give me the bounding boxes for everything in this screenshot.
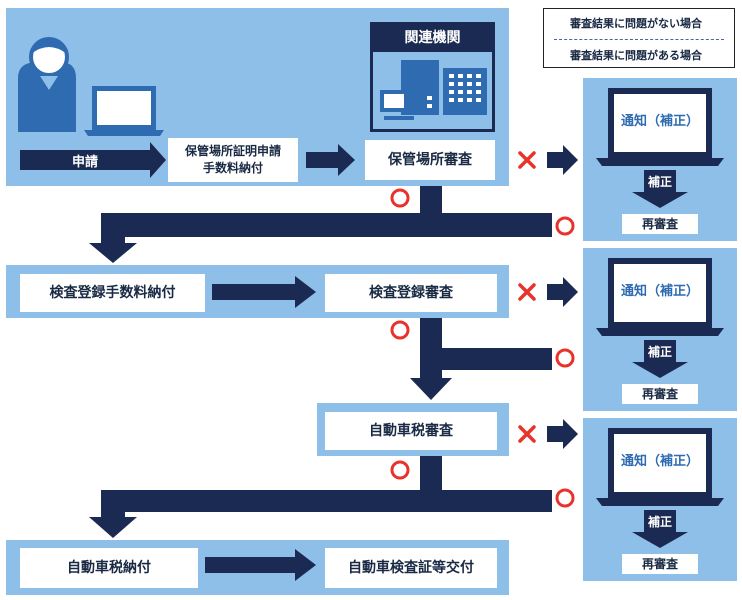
tax-review-box: 自動車税審査 xyxy=(325,412,497,450)
notice-title-1: 通知（補正） xyxy=(620,114,699,129)
ng-cross-1 xyxy=(518,151,536,169)
ng-cross-3 xyxy=(518,425,536,443)
notice-fix-1: 補正 xyxy=(647,174,672,189)
apply-arrow-head xyxy=(150,142,166,178)
building-icon xyxy=(380,60,487,120)
ok-circle-2 xyxy=(555,216,575,236)
ok-circle-4 xyxy=(555,348,575,368)
ng-cross-2 xyxy=(518,283,536,301)
parking-review-box: 保管場所審査 xyxy=(365,140,495,180)
ng-marks xyxy=(518,47,565,443)
notice-graphics xyxy=(596,88,724,548)
legend-ng-label: 審査結果に問題がある場合 xyxy=(570,49,702,62)
inspection-review-box: 検査登録審査 xyxy=(325,274,497,312)
parking-fee-line1: 保管場所証明申請 xyxy=(184,144,281,158)
ok-circle-6 xyxy=(555,488,575,508)
notice-rereview-1: 再審査 xyxy=(622,214,698,234)
certificate-issue-box: 自動車検査証等交付 xyxy=(325,548,497,588)
agency-body xyxy=(370,52,495,132)
ok-marks xyxy=(390,12,575,508)
parking-fee-line2: 手数料納付 xyxy=(202,161,263,175)
notice-fix-3: 補正 xyxy=(647,514,672,529)
notice-title-3: 通知（補正） xyxy=(620,454,699,469)
ok-circle-3 xyxy=(390,320,410,340)
parking-fee-box: 保管場所証明申請 手数料納付 xyxy=(168,138,298,182)
legend-divider xyxy=(554,39,724,40)
person-icon xyxy=(18,37,76,132)
notice-rereview-2: 再審査 xyxy=(622,384,698,404)
apply-arrow: 申請 xyxy=(20,150,150,170)
notice-fix-2: 補正 xyxy=(647,344,672,359)
laptop-icon xyxy=(84,86,164,136)
flow-arrows xyxy=(205,144,578,581)
legend: 審査結果に問題がない場合 審査結果に問題がある場合 xyxy=(543,8,735,68)
ok-circle-1 xyxy=(390,188,410,208)
tax-payment-box: 自動車税納付 xyxy=(20,548,198,588)
notice-rereview-3: 再審査 xyxy=(622,554,698,574)
notice-title-2: 通知（補正） xyxy=(620,284,699,299)
agency-header: 関連機関 xyxy=(370,22,495,52)
legend-ok-label: 審査結果に問題がない場合 xyxy=(570,17,702,30)
ok-circle-5 xyxy=(390,460,410,480)
connector-arrows xyxy=(89,186,552,538)
inspection-fee-box: 検査登録手数料納付 xyxy=(20,274,205,312)
